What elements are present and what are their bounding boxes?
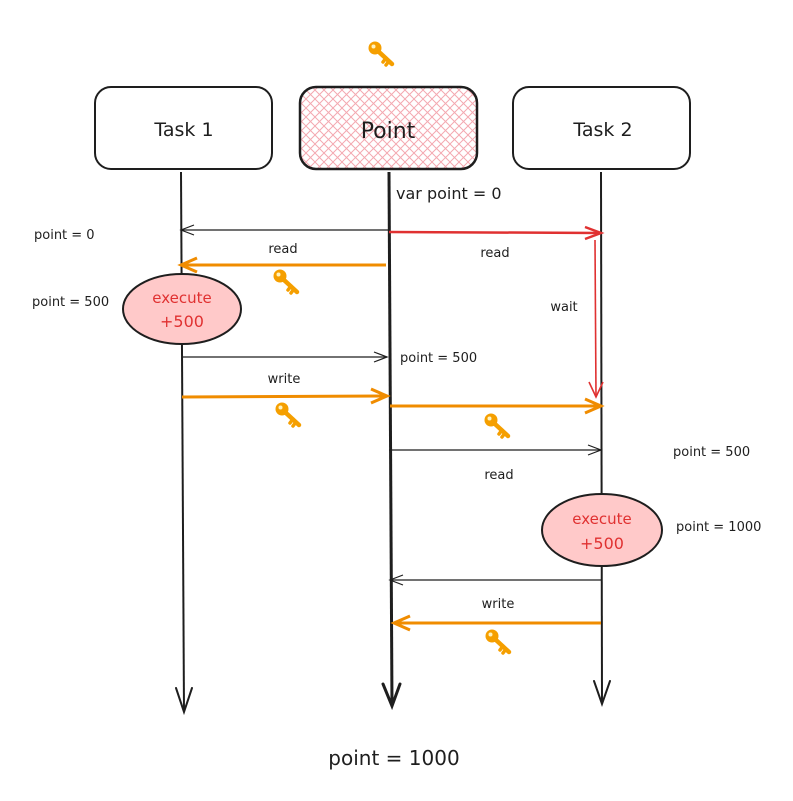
- key-icon: [369, 42, 393, 66]
- write2-label: write: [482, 597, 515, 612]
- arrow-wait: [588, 239, 604, 399]
- wait-label: wait: [550, 300, 577, 315]
- participant-point-label: Point: [361, 119, 416, 144]
- t2-point500-label: point = 500: [673, 445, 750, 460]
- mid-point500-label: point = 500: [400, 351, 477, 366]
- t2-point1000-label: point = 1000: [676, 520, 761, 535]
- arrow-write-task1: [181, 387, 391, 405]
- read1-label: read: [268, 242, 297, 257]
- participant-task1: Task 1: [94, 86, 273, 170]
- participant-task1-label: Task 1: [153, 119, 213, 141]
- participant-task2-label: Task 2: [572, 119, 632, 141]
- lifeline-task2: [593, 171, 611, 708]
- key-icon: [486, 630, 510, 654]
- lifeline-task1: [175, 171, 193, 716]
- participant-point: Point: [298, 85, 479, 171]
- read3-label: read: [484, 468, 513, 483]
- arrow-point-to-task2-red: [388, 225, 605, 241]
- execute-task1: execute +500: [122, 273, 242, 345]
- result-label: point = 1000: [328, 746, 459, 770]
- arrow-read-task1: [177, 256, 386, 274]
- exec1-line2: +500: [160, 312, 204, 331]
- write1-label: write: [268, 372, 301, 387]
- exec2-line2: +500: [580, 534, 624, 553]
- init-label: var point = 0: [396, 184, 502, 203]
- arrow-lock-to-task2: [390, 397, 605, 415]
- key-icon: [485, 414, 509, 438]
- arrow-task1-to-point: [182, 351, 389, 363]
- execute-task2: execute +500: [541, 493, 663, 567]
- t1-point500-label: point = 500: [32, 295, 109, 310]
- lifeline-point: [381, 171, 402, 711]
- t1-point0-label: point = 0: [34, 228, 95, 243]
- key-icon: [274, 270, 298, 294]
- arrow-task2-to-point: [388, 574, 601, 586]
- arrow-write-task2: [390, 614, 601, 632]
- exec2-line1: execute: [572, 510, 631, 528]
- arrow-read-task2: [389, 444, 603, 456]
- exec1-line1: execute: [152, 289, 211, 307]
- arrow-point-to-task1-request: [179, 224, 388, 236]
- participant-task2: Task 2: [512, 86, 691, 170]
- read2-label: read: [480, 246, 509, 261]
- key-icon: [276, 403, 300, 427]
